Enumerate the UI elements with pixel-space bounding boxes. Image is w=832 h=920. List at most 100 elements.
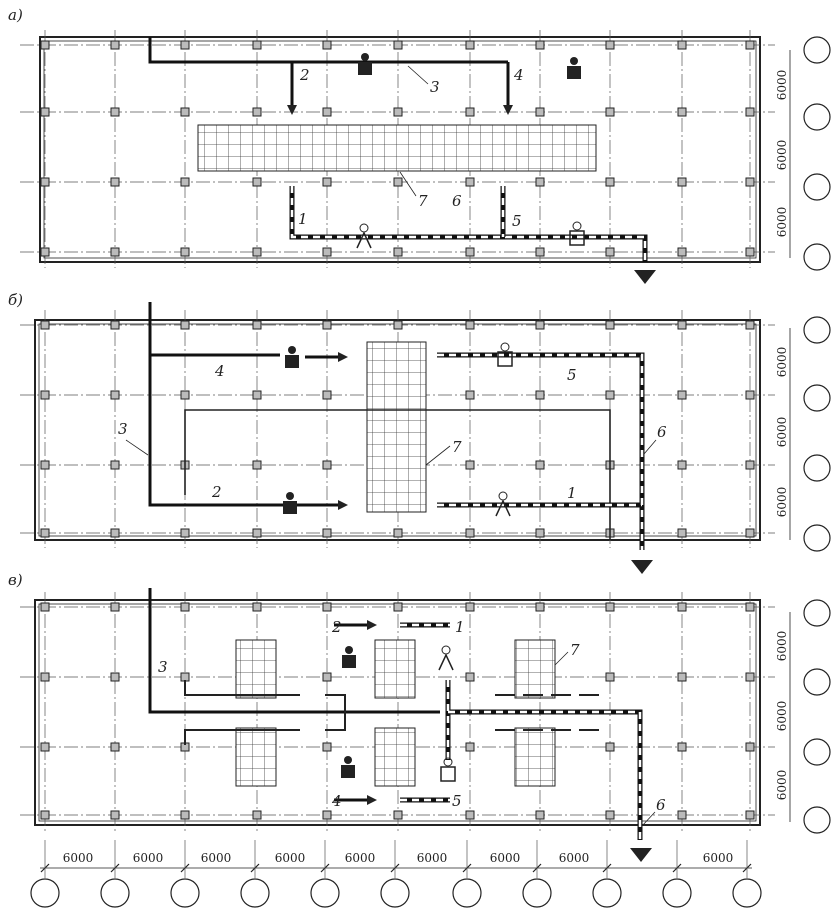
column-marker: [180, 40, 190, 50]
panel-c-callout-7: 7: [570, 641, 580, 659]
panel-a-callout-3: 3: [430, 78, 440, 96]
panel-a-callout-6: 6: [452, 192, 462, 210]
column-marker: [40, 40, 50, 50]
column-marker: [180, 247, 190, 257]
column-marker: [677, 460, 687, 470]
column-marker: [605, 602, 615, 612]
column-marker: [40, 320, 50, 330]
column-marker: [677, 672, 687, 682]
axis-marker-circle: [592, 878, 622, 908]
panel-b-outer-wall: [34, 319, 761, 541]
panel-c-callout-1: 1: [455, 618, 465, 636]
column-marker: [252, 602, 262, 612]
axis-marker-circle: [662, 878, 692, 908]
bottom-dim-label: 6000: [559, 851, 590, 865]
panel-a-worker-dark-1: [358, 53, 372, 75]
panel-b-dim-1: 6000: [775, 347, 789, 378]
column-marker: [465, 602, 475, 612]
column-marker: [677, 177, 687, 187]
column-marker: [322, 390, 332, 400]
column-marker: [745, 177, 755, 187]
column-marker: [745, 460, 755, 470]
panel-b-worker-dark-2: [283, 492, 297, 514]
column-marker: [745, 40, 755, 50]
panel-b-callout-5: 5: [567, 366, 577, 384]
column-marker: [40, 742, 50, 752]
column-marker: [465, 177, 475, 187]
column-marker: [465, 672, 475, 682]
column-marker: [605, 390, 615, 400]
panel-b-worker-light-2: [495, 491, 511, 517]
column-marker: [40, 460, 50, 470]
column-marker: [180, 107, 190, 117]
panel-a-dim-3: 6000: [775, 207, 789, 238]
column-marker: [745, 742, 755, 752]
column-marker: [677, 810, 687, 820]
panel-c-worker-light-2: [440, 757, 456, 782]
column-marker: [677, 247, 687, 257]
column-marker: [322, 528, 332, 538]
column-marker: [745, 672, 755, 682]
column-marker: [745, 247, 755, 257]
column-marker: [677, 390, 687, 400]
column-marker: [535, 810, 545, 820]
column-marker: [180, 528, 190, 538]
column-marker: [677, 742, 687, 752]
panel-a-route-6: [290, 186, 647, 262]
column-marker: [745, 390, 755, 400]
panel-b-callout-3: 3: [118, 420, 128, 438]
panel-c-route-3: [148, 588, 440, 714]
column-marker: [252, 320, 262, 330]
column-marker: [322, 177, 332, 187]
column-marker: [252, 460, 262, 470]
panel-b-dim-2: 6000: [775, 417, 789, 448]
column-marker: [110, 672, 120, 682]
column-marker: [677, 40, 687, 50]
panel-b-worker-light-1: [497, 342, 513, 367]
panel-a-axis-markers: [803, 36, 831, 271]
panel-a-exit-marker: [634, 270, 656, 284]
column-marker: [252, 390, 262, 400]
column-marker: [535, 602, 545, 612]
panel-c-hatched-zone-1: [235, 639, 277, 699]
column-marker: [180, 320, 190, 330]
axis-marker-circle: [100, 878, 130, 908]
column-marker: [605, 40, 615, 50]
column-marker: [322, 810, 332, 820]
panel-c: в) 3 2 1 7 4 5 6 6000 6000 6000: [8, 571, 831, 862]
panel-a-callout-1: 1: [298, 210, 308, 228]
panel-b-callout-4: 4: [214, 362, 225, 380]
column-marker: [110, 810, 120, 820]
column-marker: [40, 810, 50, 820]
column-marker: [393, 177, 403, 187]
axis-marker-circle: [240, 878, 270, 908]
panel-c-column-grid: [20, 592, 775, 832]
column-marker: [110, 107, 120, 117]
axis-marker-circle: [30, 878, 60, 908]
panel-c-callout-5: 5: [452, 792, 462, 810]
panel-b-callout-7: 7: [452, 438, 462, 456]
column-marker: [465, 742, 475, 752]
panel-c-dim-3: 6000: [775, 770, 789, 801]
panel-c-hatched-zone-5: [374, 727, 416, 787]
column-marker: [535, 320, 545, 330]
column-marker: [745, 810, 755, 820]
panel-a-callout-2: 2: [299, 66, 310, 84]
panel-b-dim-3: 6000: [775, 487, 789, 518]
column-marker: [110, 320, 120, 330]
column-marker: [535, 107, 545, 117]
column-marker: [605, 107, 615, 117]
panel-b-route-3: [148, 302, 330, 507]
axis-marker-circle: [170, 878, 200, 908]
column-marker: [677, 528, 687, 538]
column-marker: [465, 320, 475, 330]
column-marker: [180, 672, 190, 682]
panel-a: а) 2 3 4 7 6 1 5 6000 6000 6000: [8, 6, 831, 284]
panel-c-callout-3: 3: [158, 658, 168, 676]
column-marker: [40, 602, 50, 612]
panel-c-route-6: [400, 623, 642, 840]
axis-marker-circle: [310, 878, 340, 908]
column-marker: [393, 528, 403, 538]
panel-b-axis-markers: [803, 316, 831, 552]
panel-a-route-3: [148, 37, 508, 64]
